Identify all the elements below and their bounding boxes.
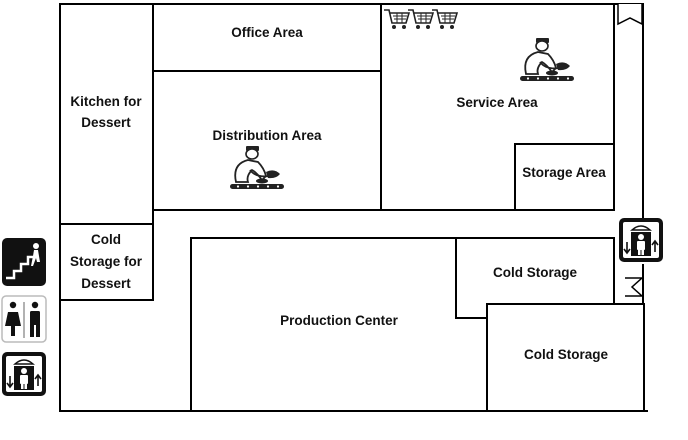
- room-storage-area: Storage Area: [514, 143, 615, 211]
- distribution-area-label: Distribution Area: [212, 128, 322, 143]
- kitchen-dessert-label-line2: Dessert: [81, 115, 131, 130]
- elevator-icon: [1, 351, 47, 397]
- room-kitchen-dessert: Kitchen for Dessert: [59, 3, 154, 225]
- room-cold-storage-dessert: Cold Storage for Dessert: [59, 223, 154, 301]
- cold-storage-1-label: Cold Storage: [493, 265, 577, 280]
- cold-storage-2-label: Cold Storage: [524, 347, 608, 362]
- room-cold-storage-1: Cold Storage: [455, 237, 615, 319]
- room-production-center: Production Center: [190, 237, 488, 412]
- entrance-marker-icon: [617, 4, 643, 26]
- stairs-icon: [2, 238, 46, 286]
- cold-storage-dessert-label-line3: Dessert: [81, 276, 131, 291]
- production-center-label: Production Center: [280, 313, 399, 328]
- cold-storage-dessert-label-line1: Cold: [91, 232, 121, 247]
- room-distribution-area: Distribution Area: [152, 70, 382, 211]
- room-cold-storage-2: Cold Storage: [486, 303, 645, 412]
- kitchen-dessert-label-line1: Kitchen for: [70, 94, 142, 109]
- room-office-area: Office Area: [152, 3, 382, 72]
- entrance-marker-icon: [625, 277, 644, 297]
- office-area-label: Office Area: [231, 25, 303, 40]
- cold-storage-dessert-label-line2: Storage for: [70, 254, 143, 269]
- restroom-icon: [1, 295, 47, 343]
- elevator-icon: [618, 217, 664, 263]
- storage-area-label: Storage Area: [522, 165, 606, 180]
- service-area-label: Service Area: [456, 95, 538, 110]
